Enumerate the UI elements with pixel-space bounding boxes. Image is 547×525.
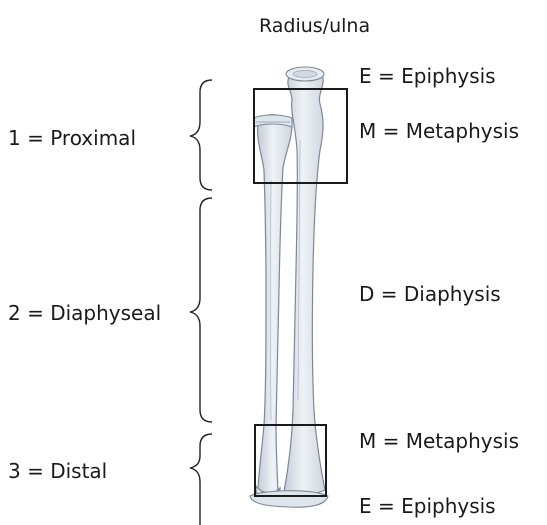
zone-label-epiphysis-distal: E = Epiphysis [359,496,496,516]
zone-label-metaphysis-proximal: M = Metaphysis [359,121,519,141]
diaphyseal-brace [190,198,212,422]
segment-label-distal: 3 = Distal [8,461,107,481]
segment-label-proximal: 1 = Proximal [8,128,136,148]
proximal-brace [190,80,212,190]
ulna-bone [254,115,292,500]
zone-label-metaphysis-distal: M = Metaphysis [359,431,519,451]
zone-label-diaphysis: D = Diaphysis [359,284,501,304]
distal-brace [190,434,212,525]
zone-label-epiphysis-proximal: E = Epiphysis [359,66,496,86]
segment-label-diaphyseal: 2 = Diaphyseal [8,303,161,323]
diagram-title: Radius/ulna [259,17,370,36]
